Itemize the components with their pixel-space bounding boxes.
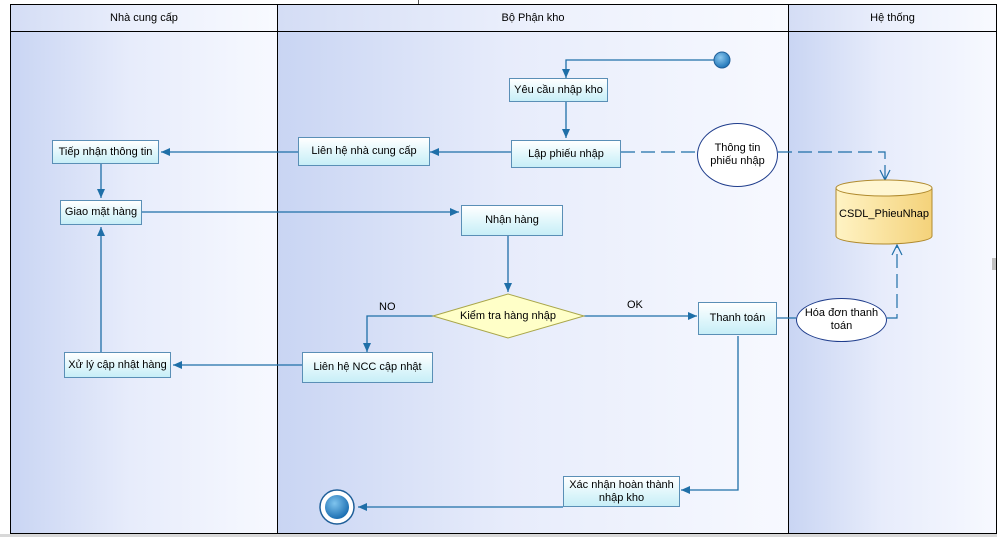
activity-nhan-hang[interactable]: Nhận hàng: [461, 205, 563, 236]
activity-xu-ly-cap-nhat-hang[interactable]: Xử lý cập nhật hàng: [64, 352, 171, 378]
database-label: CSDL_PhieuNhap: [839, 208, 929, 220]
lane-supplier: Nhà cung cấp: [10, 4, 278, 534]
activity-lap-phieu-nhap[interactable]: Lập phiếu nhập: [511, 140, 621, 168]
decision-label[interactable]: Kiểm tra hàng nhập: [459, 310, 556, 322]
objflow-info-to-db: [778, 151, 885, 180]
lane-system-title: Hệ thống: [789, 5, 996, 32]
decision-diamond: [431, 293, 586, 339]
objflow-invoice-to-db: [887, 245, 897, 319]
activity-tiep-nhan-thong-tin[interactable]: Tiếp nhận thông tin: [52, 140, 159, 164]
guard-ok: OK: [627, 299, 643, 311]
activity-giao-mat-hang[interactable]: Giao mặt hàng: [60, 200, 142, 225]
flow-start-to-request: [562, 59, 722, 78]
activity-lien-he-nha-cung-cap[interactable]: Liên hệ nhà cung cấp: [298, 137, 430, 166]
flow-check-no: [363, 315, 433, 352]
activity-thanh-toan[interactable]: Thanh toán: [698, 302, 777, 335]
guard-no: NO: [379, 301, 396, 313]
object-hoa-don-thanh-toan[interactable]: Hóa đơn thanh toán: [796, 298, 887, 342]
flow-payment-to-confirm: [681, 336, 739, 494]
activity-xac-nhan-hoan-thanh[interactable]: Xác nhận hoàn thành nhập kho: [563, 476, 680, 507]
end-node-inner: [325, 495, 349, 519]
object-thong-tin-phieu-nhap[interactable]: Thông tin phiếu nhập: [697, 123, 778, 187]
activity-lien-he-ncc-cap-nhat[interactable]: Liên hệ NCC cập nhật: [302, 352, 433, 383]
top-tick: [418, 0, 419, 4]
lane-supplier-title: Nhà cung cấp: [11, 5, 277, 32]
lane-warehouse-title: Bộ Phận kho: [278, 5, 788, 32]
database-icon: [835, 179, 933, 245]
lane-system: Hệ thống: [788, 4, 997, 534]
bottom-ruler: [0, 534, 997, 537]
activity-yeu-cau-nhap-kho[interactable]: Yêu cầu nhập kho: [509, 78, 608, 102]
scroll-marker[interactable]: [992, 258, 996, 270]
start-node: [713, 51, 731, 69]
